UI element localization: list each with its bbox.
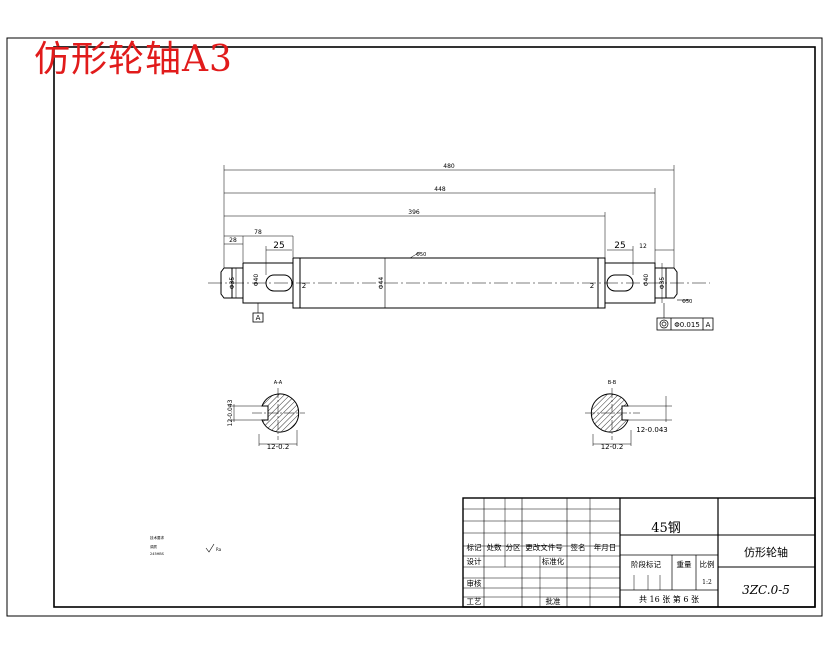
left-keyway (265, 274, 293, 292)
dimension-labels: 480 448 396 78 28 25 25 12 Φ44 Φ35 Φ40 Φ… (229, 163, 711, 329)
section-right-depth: 12-0.2 (601, 443, 624, 451)
section-right-width: 12-0.043 (636, 426, 667, 434)
title-block (462, 497, 816, 608)
technical-notes: 技术要求 调质 245HBS Ra (150, 535, 222, 556)
dim-left-78: 78 (254, 229, 262, 236)
tb-scale: 比例 (700, 559, 715, 569)
tb-row-standard: 标准化 (542, 556, 565, 566)
tb-part-name: 仿形轮轴 (744, 545, 788, 559)
tb-header-2: 分区 (506, 543, 521, 552)
dim-right-25: 25 (614, 241, 625, 251)
tb-drawing-no: 3ZC.0-5 (742, 583, 790, 597)
tb-row-design: 设计 (467, 556, 482, 566)
dim-mid: 448 (434, 186, 446, 193)
surface-mark-right: Φ50 (682, 299, 692, 305)
tb-material: 45钢 (651, 521, 681, 536)
note-line-1: 技术要求 (150, 535, 164, 540)
note-line-3: 245HBS (150, 552, 165, 556)
tb-row-process: 工艺 (467, 597, 482, 606)
dim-inner: 396 (408, 209, 420, 216)
surface-mark: Φ50 (416, 252, 426, 258)
tb-weight: 重量 (677, 560, 692, 569)
datum-label: A (256, 314, 261, 322)
shaft-view (208, 165, 714, 331)
dim-chamfer-right: 2 (590, 282, 594, 290)
tb-sheets: 共 16 张 第 6 张 (639, 594, 699, 604)
section-left-depth: 12-0.2 (267, 443, 290, 451)
tb-header-4: 签名 (571, 542, 586, 552)
tb-header-5: 年月日 (594, 542, 617, 552)
tb-scale-value: 1:2 (702, 579, 712, 586)
dim-right-dia-1: Φ40 (643, 274, 650, 287)
dim-left-25: 25 (273, 241, 284, 251)
watermark-title: 仿形轮轴A3 (34, 39, 233, 80)
dim-left-28: 28 (229, 237, 237, 244)
tolerance-value: Φ0.015 (674, 321, 700, 329)
dim-chamfer-left: 2 (302, 282, 306, 290)
tolerance-frame (656, 317, 714, 331)
dim-left-dia-1: Φ35 (229, 277, 236, 290)
section-left-label: A-A (274, 380, 283, 386)
right-keyway (606, 274, 634, 292)
tb-stage-mark: 阶段标记 (631, 559, 661, 569)
outer-frame (6, 37, 823, 617)
tb-header-1: 处数 (487, 542, 502, 552)
tb-row-check: 审核 (467, 578, 482, 588)
note-line-2: 调质 (150, 544, 157, 549)
dim-body-dia: Φ44 (378, 277, 385, 290)
dim-left-dia-2: Φ40 (253, 274, 260, 287)
section-right (585, 388, 672, 446)
section-right-label: B-B (608, 380, 617, 386)
dim-right-12: 12 (639, 243, 647, 250)
tb-header-0: 标记 (467, 542, 482, 552)
inner-frame (53, 46, 816, 608)
section-left-width: 12-0.043 (227, 399, 234, 426)
note-roughness: Ra (216, 547, 222, 552)
tb-header-3: 更改文件号 (525, 542, 563, 552)
tb-row-approve: 批准 (546, 596, 561, 606)
tolerance-datum: A (706, 321, 711, 329)
section-left (228, 388, 305, 446)
dim-right-dia-2: Φ35 (659, 277, 666, 290)
dim-overall: 480 (443, 163, 455, 170)
title-block-text: 标记 处数 分区 更改文件号 签名 年月日 设计 标准化 审核 工艺 批准 45… (467, 521, 790, 606)
